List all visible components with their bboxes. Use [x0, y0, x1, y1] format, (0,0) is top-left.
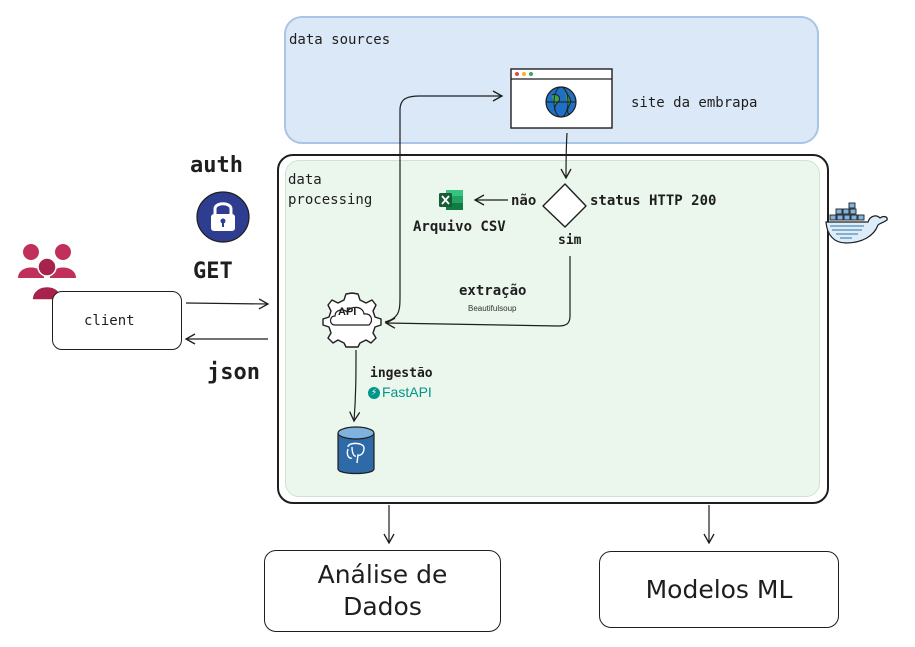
beautifulsoup-logo: Beautifulsoup: [468, 304, 517, 313]
data-sources-label: data sources: [289, 32, 391, 48]
api-label: API: [338, 306, 357, 318]
models-text: Modelos ML: [599, 551, 839, 628]
analysis-line1: Análise de: [317, 560, 448, 589]
analysis-box: [264, 550, 501, 632]
site-to-decision-arrow: [560, 132, 572, 180]
database-icon: [337, 426, 375, 475]
get-label: GET: [193, 259, 233, 284]
processing-label-line2: processing: [288, 192, 373, 208]
browser-globe-icon: [510, 68, 613, 129]
auth-label: auth: [190, 153, 243, 178]
api-gear-icon: [322, 292, 382, 348]
users-icon: [18, 244, 76, 301]
json-label: json: [207, 360, 260, 385]
get-arrow: [185, 298, 270, 310]
decision-diamond-icon: [542, 183, 587, 228]
decision-yes-label: sim: [558, 233, 582, 248]
decision-label: status HTTP 200: [590, 193, 717, 209]
client-box: [52, 291, 182, 350]
ingestion-label: ingestão: [370, 366, 433, 381]
models-label: Modelos ML: [645, 575, 793, 604]
site-label: site da embrapa: [631, 95, 758, 111]
client-label: client: [84, 313, 135, 329]
models-box: [599, 551, 839, 628]
processing-label-line1: data: [288, 172, 322, 188]
excel-icon: [439, 190, 463, 210]
fastapi-bolt-icon: ⚡: [368, 387, 380, 399]
analysis-line2: Dados: [343, 592, 422, 621]
lock-icon: [196, 191, 250, 243]
analysis-text: Análise de Dados: [264, 550, 501, 632]
fastapi-logo: FastAPI: [382, 384, 432, 400]
decision-no-label: não: [511, 193, 537, 209]
extraction-arrow: [384, 256, 571, 329]
api-to-site-arrow: [384, 90, 504, 323]
extraction-label: extração: [459, 283, 527, 299]
docker-whale-icon: [825, 202, 888, 244]
csv-label: Arquivo CSV: [413, 219, 506, 235]
ingestion-arrow: [349, 349, 361, 423]
